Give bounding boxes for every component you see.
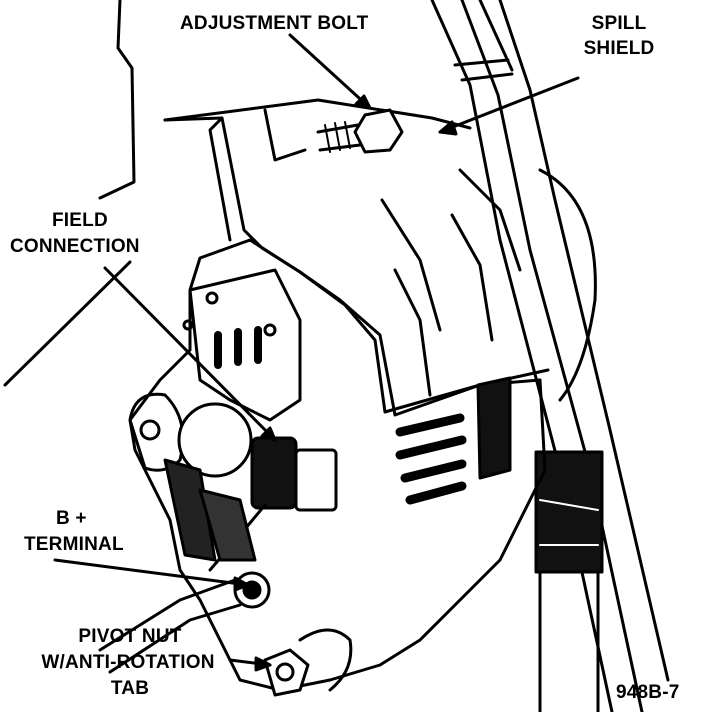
arrow-spill-shield	[438, 120, 458, 136]
leader-field-connection	[103, 266, 277, 442]
bracket-slot-4	[458, 168, 522, 272]
stator-fin-1	[395, 413, 465, 437]
leader-field-connection-2	[3, 260, 132, 387]
mounting-ear-hole	[139, 419, 161, 441]
spill-shield-edge-2	[460, 0, 644, 712]
label-pivot-nut-line1: PIVOT NUT	[78, 626, 182, 647]
field-connector-plug	[250, 436, 298, 510]
b-plus-cable-2	[108, 603, 242, 674]
label-adjustment-bolt: ADJUSTMENT BOLT	[180, 13, 369, 34]
rear-plate-hole-3	[182, 319, 194, 331]
rear-plate-hole-2	[263, 323, 277, 337]
spill-shield-edge-1	[430, 0, 614, 712]
bracket-slot-3	[393, 268, 432, 397]
bracket-slot-2	[380, 198, 442, 332]
arrow-b-plus	[233, 576, 250, 592]
mounting-bracket	[163, 116, 550, 414]
stator-vent	[476, 376, 512, 480]
pulley-arc	[538, 168, 597, 402]
arrow-pivot-nut	[254, 656, 272, 672]
field-connector-body	[294, 448, 338, 512]
label-pivot-nut-line2: W/ANTI-ROTATION	[41, 652, 215, 673]
spill-shield-edge-3	[478, 0, 514, 72]
hose-clamp-lines	[539, 499, 599, 546]
rear-plate-slot-1	[214, 326, 262, 369]
rear-plate-hole	[205, 291, 219, 305]
label-pivot-nut-line3: TAB	[110, 678, 150, 699]
left-grille-2	[198, 488, 257, 562]
alternator-rear-plate	[188, 268, 302, 422]
label-spill-shield-line2: SHIELD	[583, 38, 655, 59]
adjustment-bolt-head	[353, 108, 404, 154]
label-b-plus-line2: TERMINAL	[24, 534, 124, 555]
leader-adjustment-bolt	[288, 33, 372, 110]
arrow-field-connection	[260, 426, 277, 442]
pivot-bolt-head	[263, 648, 310, 697]
label-spill-shield-line1: SPILL	[591, 13, 647, 34]
hose-band	[453, 58, 514, 82]
pivot-washer	[298, 628, 353, 692]
leader-b-plus	[53, 558, 250, 587]
engine-block-outline	[98, 0, 136, 200]
arrow-adjustment-bolt	[354, 94, 372, 110]
label-b-plus-line1: B +	[56, 508, 87, 529]
label-field-connection-line2: CONNECTION	[10, 236, 140, 257]
stator-fin-3	[400, 459, 467, 483]
bracket-top-edge	[163, 98, 472, 130]
rear-cover	[177, 402, 253, 478]
stator-fin-4	[405, 481, 467, 505]
bracket-slot-5	[450, 213, 494, 342]
adjustment-bolt-thread	[324, 121, 351, 153]
bracket-inner	[208, 116, 232, 242]
leader-spill-shield	[438, 76, 580, 134]
b-plus-cable	[98, 578, 237, 652]
bracket-slot-1	[263, 108, 307, 162]
label-field-connection-line1: FIELD	[52, 210, 108, 231]
figure-code: 948B-7	[616, 682, 680, 703]
hose-clamp	[534, 450, 604, 574]
left-grille	[163, 458, 217, 562]
stator-fin-2	[395, 435, 467, 460]
pivot-bolt-center	[275, 662, 295, 682]
spill-shield-edge-4	[498, 0, 670, 682]
